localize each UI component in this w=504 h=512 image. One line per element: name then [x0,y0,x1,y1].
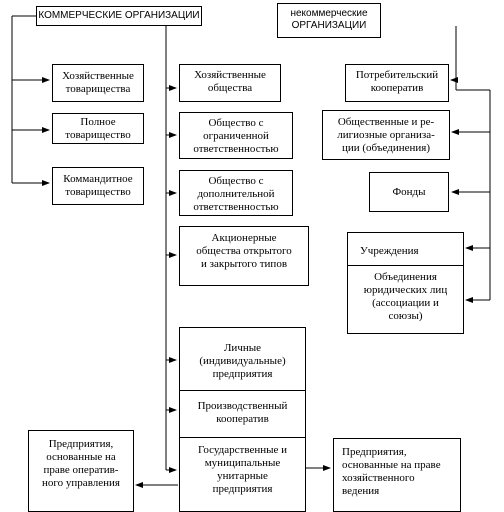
economic-management-enterprises-box: Предприятия, основанные на праве хозяйст… [333,438,461,512]
production-cooperative-box: Производственный кооператив [197,400,288,425]
joint-stock-companies-box: Акционерные общества открытого и закрыто… [179,226,309,286]
commercial-organizations-header: КОММЕРЧЕСКИЕ ОРГАНИЗАЦИИ [36,6,202,26]
enterprise-stack: Личные (индивидуальные) предприятия Прои… [179,327,306,512]
limited-partnership-box: Коммандитное товарищество [52,167,144,205]
economic-companies-box: Хозяйственные общества [179,64,281,102]
economic-partnerships-box: Хозяйственные товарищества [52,64,144,102]
operational-management-enterprises-box: Предприятия, основанные на праве операти… [28,430,134,512]
public-religious-organizations-box: Общественные и ре- лигиозные организа- ц… [322,110,450,160]
additional-liability-company-box: Общество с дополнительной ответственност… [179,170,293,216]
institutions-stack: Учреждения Объединения юридических лиц (… [347,232,464,334]
noncommercial-organizations-header: некоммерческие ОРГАНИЗАЦИИ [277,3,381,38]
institutions-box: Учреждения [360,245,419,257]
stack-divider-1 [180,390,305,391]
personal-enterprises-box: Личные (индивидуальные) предприятия [199,342,286,380]
llc-box: Общество с ограниченной ответственностью [179,112,293,159]
full-partnership-box: Полное товарищество [52,113,144,144]
institutions-divider [348,265,463,266]
state-municipal-enterprises-box: Государственные и муниципальные унитарны… [197,444,288,495]
legal-entity-associations-box: Объединения юридических лиц (ассоциации … [363,271,448,322]
funds-box: Фонды [369,172,449,212]
stack-divider-2 [180,437,305,438]
consumer-cooperative-box: Потребительский кооператив [345,64,449,102]
